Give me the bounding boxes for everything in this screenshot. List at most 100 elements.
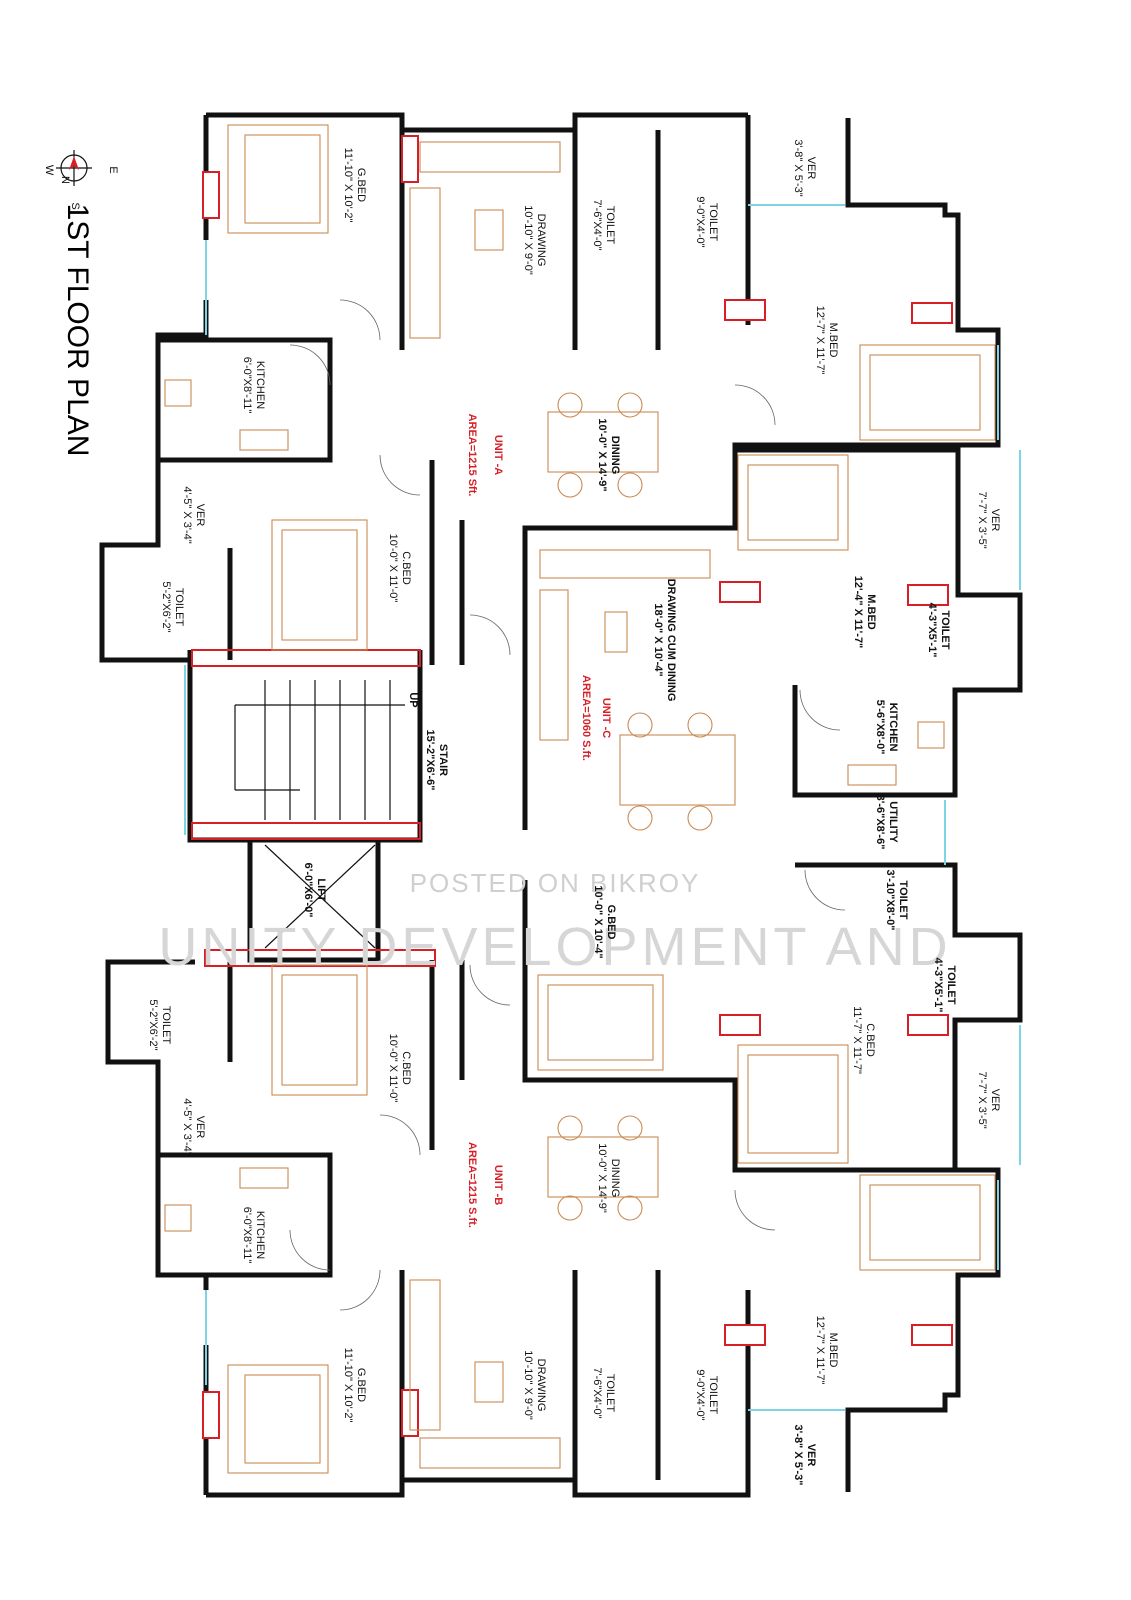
- room-size: 15'-2"X6'-6": [424, 730, 436, 791]
- room-name: TOILET: [707, 1376, 719, 1415]
- columns: [191, 135, 953, 1439]
- room-name: G.BED: [605, 905, 617, 940]
- room-size: 3'-8" X 5'-3": [792, 139, 804, 196]
- room-size: 7'-6"X4'-0": [591, 199, 603, 250]
- room-size: 7'-7" X 3'-5": [976, 491, 988, 548]
- room-size: 4'-5" X 3'-4": [181, 486, 193, 543]
- room-name: C.BED: [864, 1023, 876, 1057]
- room-size: 12'-4" X 11'-7": [852, 576, 864, 649]
- room-name: TOILET: [160, 1006, 172, 1045]
- room-name: DRAWING CUM DINING: [665, 579, 677, 702]
- plan-title: 1ST FLOOR PLAN: [61, 204, 94, 457]
- room-size: 12'-7" X 11'-7": [814, 306, 826, 375]
- room-name: M.BED: [865, 594, 877, 630]
- watermark-line1: POSTED ON BIKROY: [410, 868, 701, 898]
- room-name: KITCHEN: [254, 361, 266, 409]
- room-name: UTILITY: [887, 801, 899, 843]
- room-name: C.BED: [400, 1051, 412, 1085]
- room-size: 9'-0"X4'-0": [694, 196, 706, 247]
- room-size: 9'-0"X4'-0": [694, 1369, 706, 1420]
- room-name: DRAWING: [535, 214, 547, 267]
- room-size: 6'-0"X8'-11": [241, 357, 253, 414]
- room-name: DINING: [609, 1159, 621, 1198]
- room-name: TOILET: [173, 588, 185, 627]
- room-name: KITCHEN: [254, 1211, 266, 1259]
- room-size: 4'-5" X 3'-4": [181, 1098, 193, 1155]
- room-size: 10'-10" X 9'-0": [522, 205, 534, 275]
- unit-b-label: UNIT -B AREA=1215 S.ft.: [466, 1142, 504, 1228]
- room-name: G.BED: [355, 168, 367, 202]
- compass-e: E: [107, 166, 119, 173]
- room-size: 10'-10" X 9'-0": [522, 1350, 534, 1420]
- room-name: STAIR: [437, 744, 449, 776]
- unit-a-area: AREA=1215 Sft.: [466, 414, 478, 497]
- room-name: KITCHEN: [887, 703, 899, 752]
- room-size: 12'-7" X 11'-7": [814, 1316, 826, 1385]
- room-size: 5'-6"X8'-0": [874, 700, 886, 755]
- room-name: TOILET: [939, 611, 951, 650]
- room-size: 10'-0" X 14'-9": [596, 418, 608, 491]
- unit-c-label: UNIT -C AREA=1060 S.ft.: [580, 675, 612, 761]
- room-size: 7'-6"X4'-0": [591, 1367, 603, 1418]
- furniture: [164, 124, 996, 1474]
- room-name: VER: [989, 509, 1001, 532]
- room-name: VER: [194, 504, 206, 527]
- room-name: TOILET: [604, 206, 616, 245]
- compass-w: W: [43, 165, 55, 176]
- room-name: C.BED: [400, 551, 412, 585]
- room-name: M.BED: [827, 1333, 839, 1368]
- room-size: 6'-0"X8'-11": [241, 1207, 253, 1264]
- watermark-line2: UNITY DEVELOPMENT AND: [158, 917, 951, 977]
- room-size: 11'-10" X 10'-2": [342, 148, 354, 223]
- unit-b-name: UNIT -B: [492, 1165, 504, 1205]
- room-name: VER: [989, 1089, 1001, 1112]
- room-size: 10'-0" X 11'-0": [387, 1034, 399, 1103]
- stair-up-label: UP: [407, 692, 419, 707]
- unit-a-label: UNIT -A AREA=1215 Sft.: [466, 414, 504, 497]
- unit-c-area: AREA=1060 S.ft.: [580, 675, 592, 761]
- room-size: 5'-2"X6'-2": [147, 999, 159, 1050]
- compass-icon: E W S N: [43, 150, 119, 210]
- unit-c-name: UNIT -C: [600, 698, 612, 738]
- room-size: 6'-0"X6'-0": [302, 863, 314, 918]
- room-name: G.BED: [355, 1368, 367, 1402]
- room-size: 10'-0" X 14'-9": [596, 1143, 608, 1213]
- room-size: 10'-0" X 11'-0": [387, 534, 399, 603]
- room-name: M.BED: [827, 323, 839, 358]
- room-size: 3'-8" X 5'-3": [792, 1425, 804, 1486]
- room-size: 3'-6"X8'-6": [874, 795, 886, 850]
- room-name: TOILET: [897, 881, 909, 920]
- compass-s: S: [69, 202, 81, 209]
- room-name: TOILET: [707, 203, 719, 242]
- room-size: 4'-3"X5'-1": [932, 958, 944, 1013]
- windows: [184, 204, 1021, 1411]
